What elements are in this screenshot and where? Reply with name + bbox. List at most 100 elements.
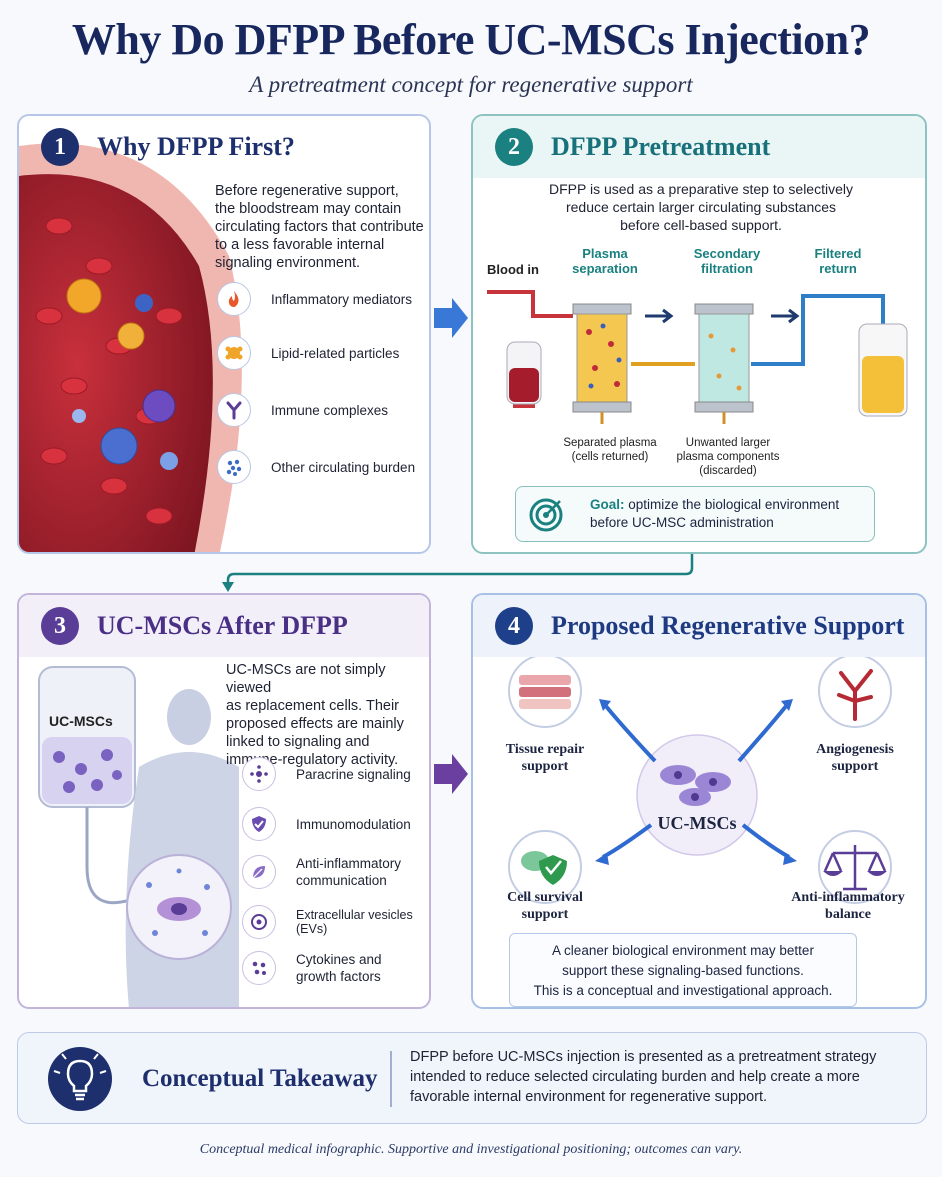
stage-line: Secondary — [693, 246, 761, 261]
intro-line: before cell-based support. — [620, 217, 782, 233]
panel-why-dfpp-first: 1 Why DFPP First? Before regenerative su… — [17, 114, 431, 554]
intro-line: reduce certain larger circulating substa… — [565, 199, 837, 215]
note-line: Unwanted larger — [685, 437, 771, 449]
item-label: Paracrine signaling — [296, 766, 411, 782]
stage-line: return — [819, 261, 857, 276]
support-line: support — [831, 759, 879, 774]
cytokine-icon — [242, 951, 276, 985]
note-line: support these signaling-based functions. — [562, 963, 804, 978]
intro-line: to a less favorable internal — [215, 237, 385, 253]
list-item: Extracellular vesicles (EVs) — [242, 905, 429, 939]
note-line: (cells returned) — [571, 451, 649, 463]
list-item: Inflammatory mediators — [217, 282, 412, 316]
antibody-icon — [217, 393, 251, 427]
support-line: Tissue repair — [505, 742, 585, 757]
intro-line: the bloodstream may contain — [215, 201, 402, 217]
list-item: Immunomodulation — [242, 807, 411, 841]
takeaway-line: favorable internal environment for regen… — [410, 1089, 768, 1105]
panel-header: 3 UC-MSCs After DFPP — [19, 595, 429, 657]
balance-scale-icon — [818, 830, 892, 904]
item-label: Extracellular vesicles (EVs) — [296, 908, 413, 936]
item-label: Other circulating burden — [271, 459, 416, 475]
tissue-icon — [508, 657, 582, 728]
page-title: Why Do DFPP Before UC-MSCs Injection? — [71, 15, 871, 64]
note-line: plasma components — [676, 451, 780, 463]
stage-line: filtration — [701, 261, 753, 276]
stage-line: separation — [572, 261, 638, 276]
signal-dots-icon — [242, 757, 276, 791]
panel-header: 2 DFPP Pretreatment — [473, 116, 925, 178]
support-label: Angiogenesis support — [793, 741, 917, 775]
step-number: 4 — [495, 607, 533, 645]
support-line: balance — [825, 907, 871, 922]
item-label: Cytokines and growth factors — [296, 951, 382, 985]
panel-title: DFPP Pretreatment — [551, 132, 771, 161]
separated-plasma-label: Separated plasma (cells returned) — [555, 436, 665, 464]
goal-text: Goal: optimize the biological environmen… — [590, 496, 839, 532]
note-line: This is a conceptual and investigational… — [533, 983, 833, 998]
support-line: support — [521, 759, 569, 774]
item-line: growth factors — [296, 969, 381, 984]
takeaway-title: Conceptual Takeaway — [142, 1065, 378, 1092]
panel-uc-mscs-after-dfpp: 3 UC-MSCs After DFPP UC-MSCs UC-MSCs are… — [17, 593, 431, 1009]
dfpp-flow-diagram — [487, 290, 908, 424]
center-label: UC-MSCs — [657, 813, 737, 833]
arrow-right-icon — [434, 298, 468, 338]
item-line: communication — [296, 873, 387, 888]
goal-box: Goal: optimize the biological environmen… — [515, 486, 875, 542]
lipid-particle-icon — [217, 336, 251, 370]
lightbulb-icon — [48, 1047, 112, 1111]
intro-line: UC-MSCs are not simply viewed — [226, 662, 386, 696]
panel-title: Why DFPP First? — [97, 132, 295, 161]
panel-proposed-regenerative-support: 4 Proposed Regenerative Support — [471, 593, 927, 1009]
dots-cluster-icon — [217, 450, 251, 484]
vessel-tree-icon — [818, 657, 892, 728]
intro-line: proposed effects are mainly — [226, 716, 404, 732]
intro-line: Before regenerative support, — [215, 183, 399, 199]
panel-dfpp-pretreatment: 2 DFPP Pretreatment DFPP is used as a pr… — [471, 114, 927, 554]
list-item: Cytokines and growth factors — [242, 951, 382, 985]
support-line: Cell survival — [507, 890, 583, 905]
item-line: Cytokines and — [296, 952, 382, 967]
support-line: Angiogenesis — [816, 742, 894, 757]
note-line: A cleaner biological environment may bet… — [552, 943, 814, 958]
item-label: Immune complexes — [271, 402, 389, 418]
vesicle-icon — [242, 905, 276, 939]
list-item: Immune complexes — [217, 393, 388, 427]
step-number: 3 — [41, 607, 79, 645]
intro-line: circulating factors that contribute — [215, 219, 424, 235]
intro-line: linked to signaling and — [226, 734, 370, 750]
blood-vessel-illustration — [19, 143, 242, 552]
takeaway-line: intended to reduce selected circulating … — [410, 1069, 860, 1085]
support-line: support — [521, 907, 569, 922]
panel-header: 1 Why DFPP First? — [19, 116, 429, 178]
step-number: 1 — [41, 128, 79, 166]
item-label: Inflammatory mediators — [271, 291, 413, 307]
panel-title: Proposed Regenerative Support — [551, 611, 905, 640]
cell-shield-icon — [508, 830, 582, 904]
blood-in-label: Blood in — [487, 262, 539, 277]
support-line: Anti-inflammatory — [791, 890, 905, 905]
goal-label: Goal: — [590, 497, 625, 512]
footer-disclaimer: Conceptual medical infographic. Supporti… — [199, 1142, 743, 1157]
regenerative-support-diagram — [508, 657, 892, 904]
leaf-icon — [242, 855, 276, 889]
panel-intro: Before regenerative support, the bloodst… — [215, 182, 424, 272]
takeaway-box: Conceptual Takeaway DFPP before UC-MSCs … — [17, 1032, 927, 1124]
support-label: Cell survival support — [495, 889, 595, 923]
goal-line: before UC-MSC administration — [590, 515, 774, 530]
bag-label: UC-MSCs — [49, 713, 113, 729]
stage-line: Plasma — [582, 246, 628, 261]
item-label: Immunomodulation — [296, 816, 411, 832]
support-label: Anti-inflammatory balance — [773, 889, 923, 923]
iv-bag-and-body-illustration — [38, 666, 239, 1007]
intro-line: as replacement cells. Their — [226, 698, 400, 714]
list-item: Lipid-related particles — [217, 336, 399, 370]
note-line: Separated plasma — [563, 437, 657, 449]
divider — [390, 1051, 392, 1107]
flame-icon — [217, 282, 251, 316]
list-item: Paracrine signaling — [242, 757, 411, 791]
